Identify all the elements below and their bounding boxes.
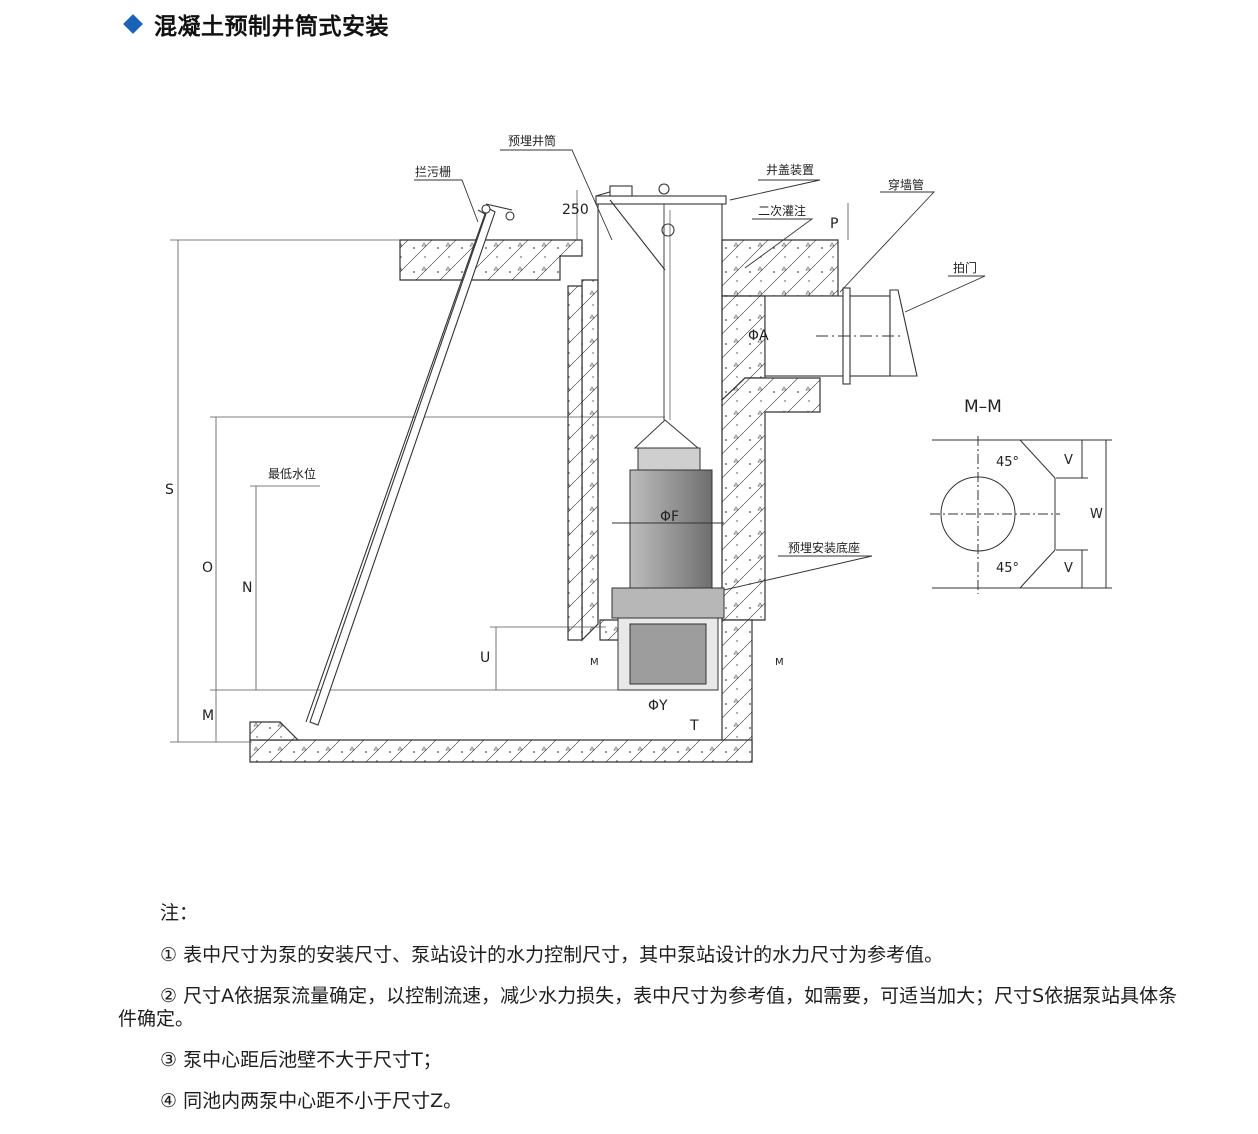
label-min-water-level: 最低水位	[268, 466, 316, 481]
section-w: W	[1090, 507, 1103, 522]
leader-lines	[414, 149, 986, 591]
dim-250: 250	[562, 202, 589, 218]
callout-labels: 预埋井筒 拦污栅 井盖装置 二次灌注 穿墙管 拍门 预埋安装底座 最低水位	[268, 133, 977, 555]
dim-phi-f: ΦF	[660, 509, 679, 525]
note-item: ③ 泵中心距后池壁不大于尺寸T；	[160, 1049, 442, 1071]
note-item: ④ 同池内两泵中心距不小于尺寸Z。	[160, 1090, 463, 1112]
label-wall-pipe: 穿墙管	[888, 177, 924, 192]
section-v-bottom: V	[1064, 561, 1073, 576]
pump-shaft	[595, 183, 727, 620]
dim-phi-a: ΦA	[748, 328, 769, 344]
note-item: ② 尺寸A依据泵流量确定，以控制流速，减少水力损失，表中尺寸为参考值，如需要，可…	[118, 985, 1178, 1030]
dim-s: S	[165, 482, 174, 498]
notes: 注： ① 表中尺寸为泵的安装尺寸、泵站设计的水力控制尺寸，其中泵站设计的水力尺寸…	[118, 902, 1178, 1131]
label-cover-device: 井盖装置	[766, 163, 814, 177]
label-secondary-grouting: 二次灌注	[758, 203, 806, 218]
wall-pipe	[764, 287, 918, 385]
section-labels: M–M 45° 45° V V W M M	[590, 397, 1103, 668]
dim-phi-y: ΦY	[648, 698, 668, 714]
submersible-pump	[611, 419, 725, 691]
section-v-top: V	[1064, 453, 1073, 468]
trash-rack	[305, 203, 515, 726]
section-angle-bottom: 45°	[996, 561, 1019, 576]
dim-n: N	[242, 580, 252, 596]
dim-o: O	[202, 560, 213, 576]
section-view	[930, 436, 1112, 594]
section-title: M–M	[964, 397, 1002, 417]
section-mark-left: M	[590, 657, 599, 668]
dim-m: M	[202, 708, 214, 724]
page-header: 混凝土预制井筒式安装	[120, 8, 389, 40]
note-item: ① 表中尺寸为泵的安装尺寸、泵站设计的水力控制尺寸，其中泵站设计的水力尺寸为参考…	[160, 944, 944, 966]
section-angle-top: 45°	[996, 455, 1019, 470]
label-embedded-shaft: 预埋井筒	[508, 133, 556, 148]
notes-heading: 注：	[160, 902, 199, 924]
dim-u: U	[480, 650, 490, 666]
dim-p: P	[830, 216, 838, 232]
label-flap-valve: 拍门	[953, 260, 977, 275]
label-base-seat: 预埋安装底座	[788, 540, 860, 555]
page-title: 混凝土预制井筒式安装	[154, 14, 389, 40]
dimension-labels: 250 P ΦA ΦF ΦY S O N U M T	[165, 202, 838, 734]
dim-t: T	[689, 718, 699, 734]
label-trash-rack: 拦污栅	[415, 164, 451, 179]
concrete-structure	[249, 239, 839, 763]
section-mark-right: M	[775, 657, 784, 668]
